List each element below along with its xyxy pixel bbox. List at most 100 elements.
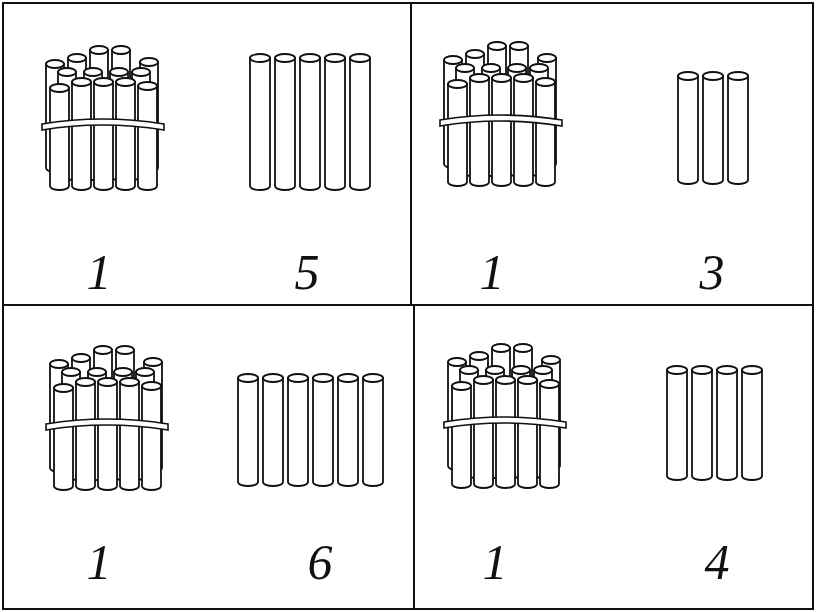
stick-bundle	[444, 344, 566, 488]
bundle-stick-top	[94, 78, 113, 86]
bundle-stick-top	[76, 378, 95, 386]
count-number: 4	[705, 537, 730, 587]
bundle-stick	[72, 82, 91, 190]
bundle-stick	[470, 78, 489, 186]
bundle-stick-top	[62, 368, 80, 376]
loose-stick	[263, 378, 283, 486]
stick-bundle	[440, 42, 562, 186]
bundle-stick-top	[482, 64, 500, 72]
bundle-stick-top	[140, 58, 158, 66]
bundle-stick-top	[98, 378, 117, 386]
bundle-stick-top	[120, 378, 139, 386]
bundle-stick-top	[448, 80, 467, 88]
bundle-stick	[94, 82, 113, 190]
bundle-stick-top	[444, 56, 462, 64]
loose-stick-top	[363, 374, 383, 382]
bundle-stick-top	[488, 42, 506, 50]
bundle-stick-top	[144, 358, 162, 366]
loose-stick-top	[325, 54, 345, 62]
loose-stick	[250, 58, 270, 190]
stick-bundle	[46, 346, 168, 490]
bundle-stick-top	[470, 74, 489, 82]
bundle-stick	[474, 380, 493, 488]
bundle-stick	[54, 388, 73, 490]
bundle-stick	[514, 78, 533, 186]
bundle-stick-top	[492, 344, 510, 352]
bundle-stick-top	[452, 382, 471, 390]
bundle-stick-top	[514, 344, 532, 352]
loose-stick-top	[250, 54, 270, 62]
loose-stick-top	[728, 72, 748, 80]
loose-stick	[742, 370, 762, 480]
bundle-stick-top	[486, 366, 504, 374]
bundle-stick-top	[142, 382, 161, 390]
loose-stick	[350, 58, 370, 190]
bundle-stick-top	[88, 368, 106, 376]
panel-illustration	[440, 42, 748, 186]
loose-stick	[667, 370, 687, 480]
bundle-stick-top	[116, 346, 134, 354]
bundle-stick	[138, 86, 157, 190]
loose-stick-top	[703, 72, 723, 80]
loose-stick-top	[275, 54, 295, 62]
loose-stick	[678, 76, 698, 184]
bundle-stick-top	[58, 68, 76, 76]
bundle-band	[42, 119, 164, 130]
bundle-band	[46, 419, 168, 430]
bundle-stick-top	[512, 366, 530, 374]
bundle-stick-top	[114, 368, 132, 376]
bundle-stick-top	[448, 358, 466, 366]
loose-stick	[288, 378, 308, 486]
loose-stick-top	[717, 366, 737, 374]
bundle-stick	[120, 382, 139, 490]
loose-stick-top	[313, 374, 333, 382]
loose-stick	[275, 58, 295, 190]
count-number: 1	[87, 537, 112, 587]
bundle-stick-top	[466, 50, 484, 58]
bundle-stick-top	[90, 46, 108, 54]
loose-stick	[238, 378, 258, 486]
bundle-stick-top	[470, 352, 488, 360]
bundle-stick-top	[68, 54, 86, 62]
loose-stick-top	[350, 54, 370, 62]
bundle-stick-top	[50, 360, 68, 368]
loose-stick	[728, 76, 748, 184]
bundle-stick-top	[138, 82, 157, 90]
panel-box: 13	[410, 2, 814, 306]
bundle-stick	[518, 380, 537, 488]
bundle-stick	[492, 78, 511, 186]
bundle-stick	[50, 88, 69, 190]
stick-bundle	[42, 46, 164, 190]
bundle-stick	[116, 82, 135, 190]
count-number: 1	[480, 247, 505, 297]
count-number: 5	[295, 247, 320, 297]
count-number: 1	[87, 247, 112, 297]
loose-sticks	[678, 72, 748, 184]
bundle-band	[440, 115, 562, 126]
bundle-stick-top	[536, 78, 555, 86]
loose-stick	[692, 370, 712, 480]
panel-box: 15	[2, 2, 412, 306]
panel-box: 14	[413, 304, 814, 610]
panel-illustration	[46, 346, 383, 490]
bundle-stick-top	[530, 64, 548, 72]
loose-stick-top	[667, 366, 687, 374]
bundle-stick-top	[514, 74, 533, 82]
loose-stick-top	[742, 366, 762, 374]
bundle-stick	[448, 84, 467, 186]
loose-sticks	[667, 366, 762, 480]
loose-sticks	[238, 374, 383, 486]
bundle-stick	[536, 82, 555, 186]
loose-stick-top	[678, 72, 698, 80]
bundle-stick-top	[54, 384, 73, 392]
bundle-stick-top	[496, 376, 515, 384]
loose-stick	[313, 378, 333, 486]
panel-illustration	[444, 344, 762, 488]
loose-stick-top	[692, 366, 712, 374]
bundle-stick-top	[534, 366, 552, 374]
bundle-stick-top	[72, 78, 91, 86]
bundle-stick	[496, 380, 515, 488]
bundle-stick	[540, 384, 559, 488]
